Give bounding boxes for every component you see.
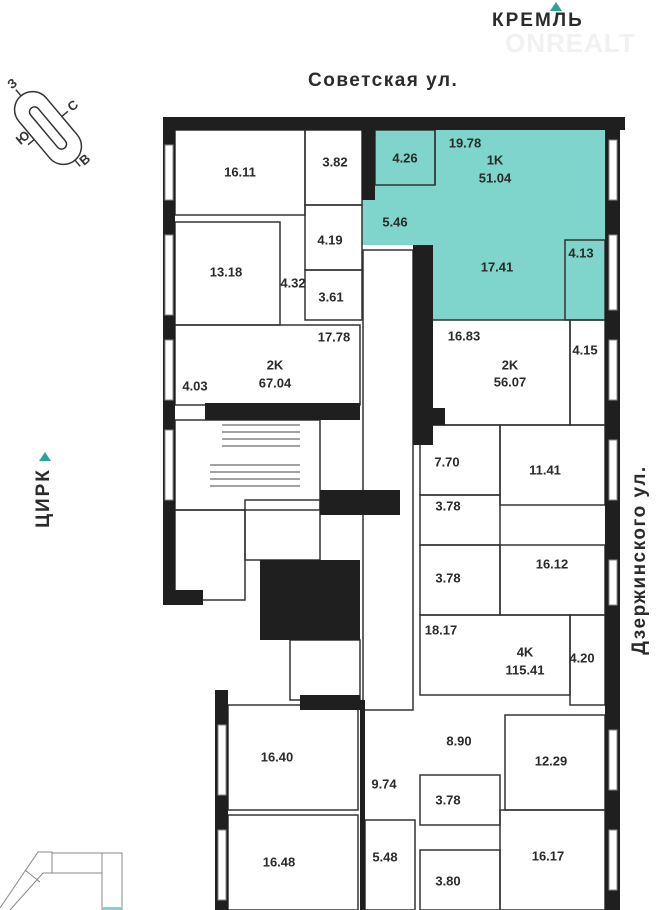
room-label: 3.61	[318, 289, 344, 305]
room-label: 18.17	[424, 622, 458, 638]
room-label: 4.15	[572, 342, 598, 358]
room-label: 5.48	[372, 849, 398, 865]
watermark-logo: ONREALT	[505, 28, 636, 58]
room-label: 2K	[266, 357, 284, 373]
room-label: 4.03	[182, 378, 208, 394]
street-right: Дзержинского ул.	[629, 465, 650, 655]
room-label: 13.18	[209, 264, 243, 280]
room-label: 3.78	[435, 792, 461, 808]
room-label: 16.12	[535, 556, 569, 572]
room-label: 115.41	[505, 662, 545, 678]
room-label: 3.80	[435, 873, 461, 889]
room-label: 9.74	[371, 776, 397, 792]
room-label: 1K	[486, 152, 504, 168]
room-label: 16.11	[224, 164, 256, 180]
landmark-marker-icon	[39, 452, 51, 461]
room-label: 3.78	[435, 498, 461, 514]
room-label: 3.78	[435, 570, 461, 586]
room-label: 56.07	[493, 374, 527, 390]
room-label: 16.17	[531, 848, 565, 864]
landmark-circus: ЦИРК	[33, 468, 54, 528]
room-label: 4K	[516, 644, 534, 660]
room-label: 4.32	[280, 275, 306, 291]
room-label: 4.13	[568, 245, 594, 261]
room-label: 17.41	[480, 259, 514, 275]
room-label: 11.41	[529, 462, 561, 478]
room-label: 8.90	[446, 733, 472, 749]
room-label: 4.20	[569, 650, 595, 666]
room-label: 3.82	[322, 154, 348, 170]
landmark-marker-icon	[550, 2, 562, 11]
compass-icon	[13, 89, 83, 167]
room-label: 7.70	[434, 454, 460, 470]
street-top: Советская ул.	[308, 70, 459, 91]
room-label: 19.78	[448, 135, 482, 151]
room-label: 4.19	[317, 232, 343, 248]
room-label: 5.46	[382, 214, 408, 230]
location-minimap	[0, 851, 123, 910]
room-label: 12.29	[534, 753, 568, 769]
minimap-highlight	[103, 907, 121, 910]
highlighted-apartment	[362, 130, 605, 320]
stairs	[210, 424, 300, 487]
room-label: 17.78	[317, 329, 351, 345]
windows	[164, 139, 618, 901]
room-label: 16.48	[262, 854, 296, 870]
room-label: 16.40	[260, 749, 294, 765]
landmark-kremlin: КРЕМЛЬ	[492, 10, 584, 31]
room-label: 2K	[501, 357, 519, 373]
room-label: 51.04	[478, 170, 512, 186]
room-label: 67.04	[258, 375, 292, 391]
room-label: 4.26	[392, 150, 418, 166]
room-label: 16.83	[447, 328, 481, 344]
